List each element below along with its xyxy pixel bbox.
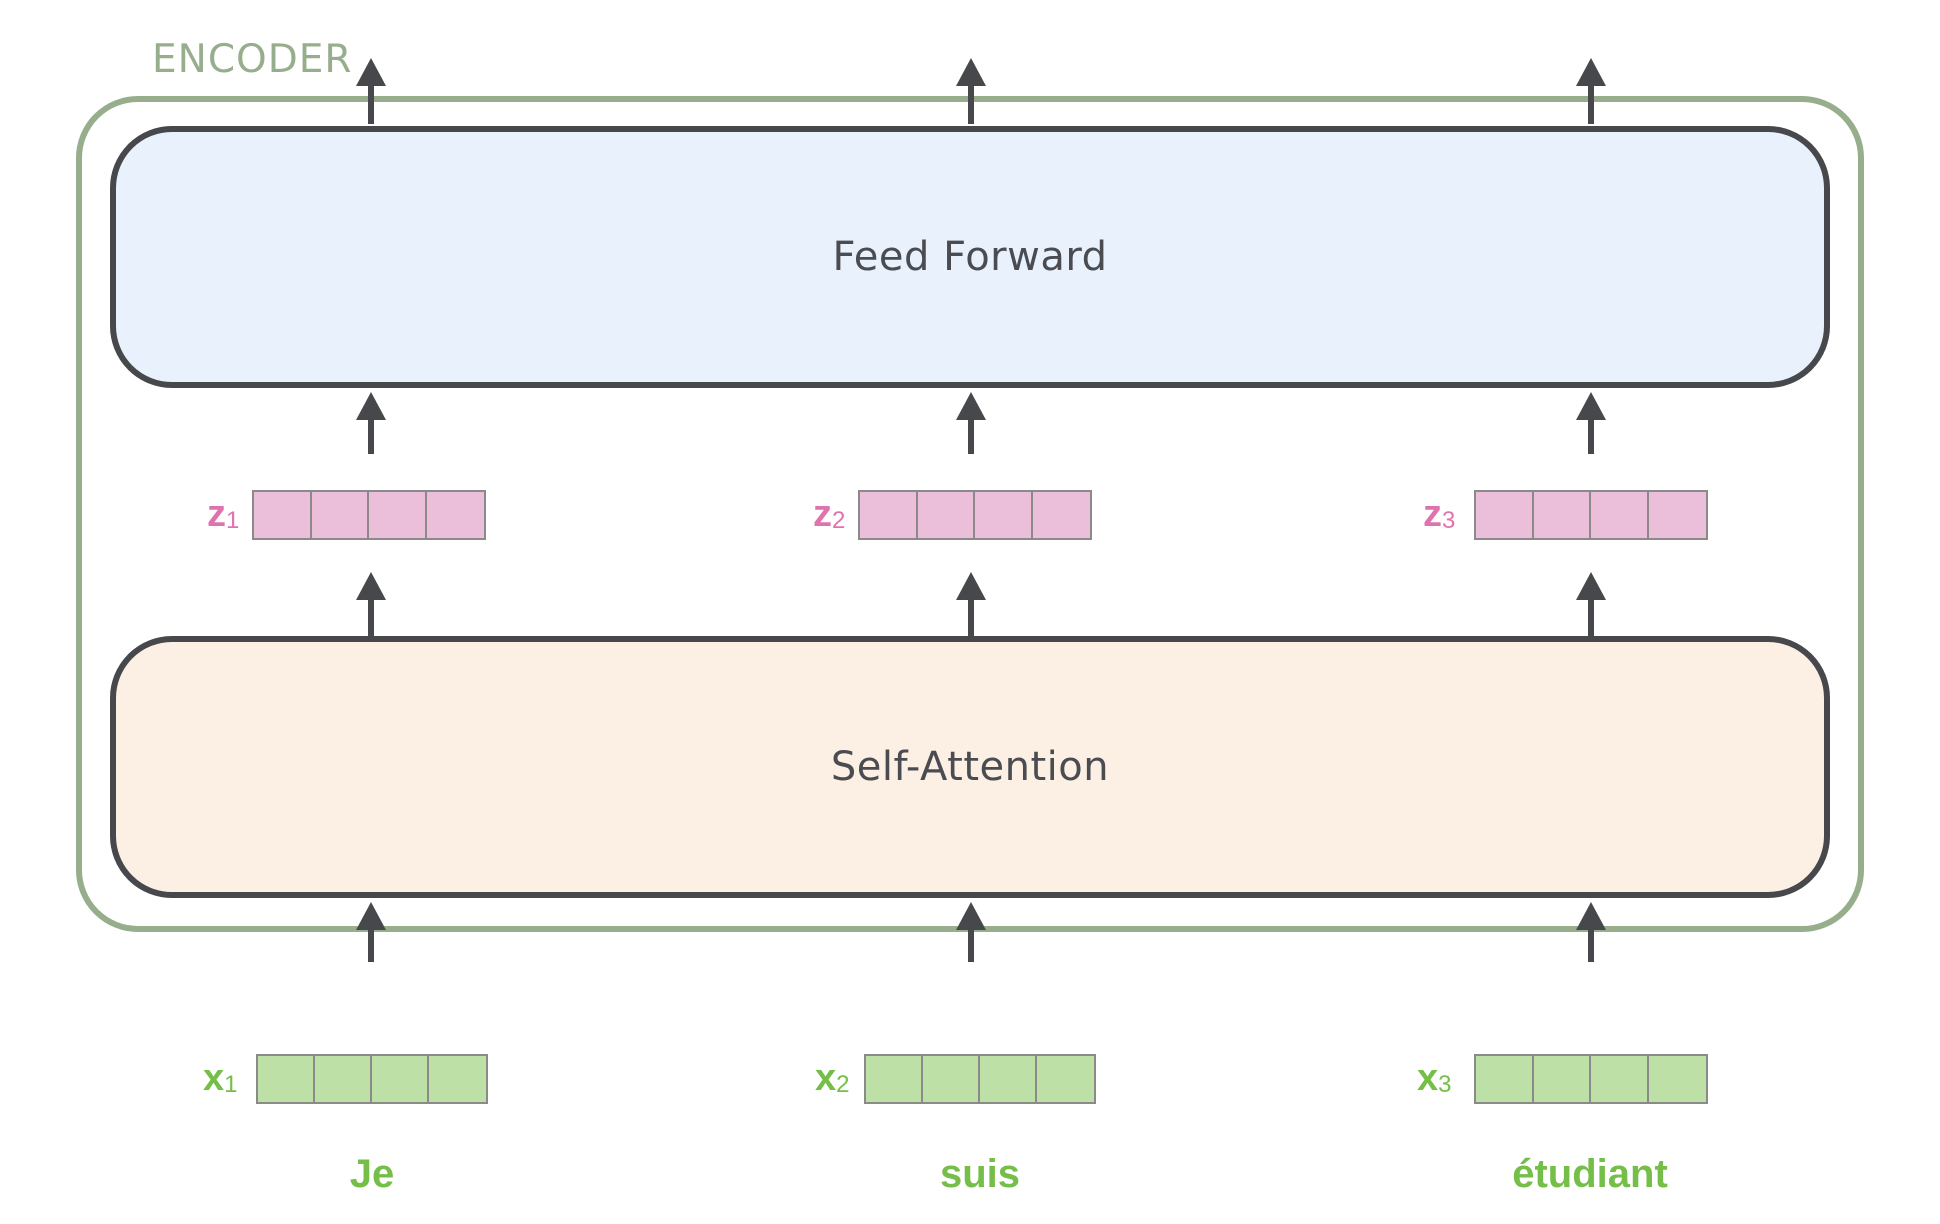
x3-label: x3 bbox=[1417, 1057, 1452, 1099]
vector-cell bbox=[1534, 492, 1591, 538]
vector-cell bbox=[923, 1056, 981, 1102]
vector-cell bbox=[315, 1056, 373, 1102]
feed-forward-layer: Feed Forward bbox=[110, 126, 1830, 388]
vector-cell bbox=[918, 492, 975, 538]
sa-to-z-arrow-1 bbox=[354, 572, 388, 638]
vector-cell bbox=[866, 1056, 924, 1102]
vector-cell bbox=[372, 1056, 430, 1102]
vector-cell bbox=[1033, 492, 1090, 538]
output-arrow-3 bbox=[1574, 58, 1608, 124]
vector-cell bbox=[1591, 1056, 1649, 1102]
x2-vector bbox=[864, 1054, 1096, 1104]
input-word-3: étudiant bbox=[1512, 1152, 1668, 1196]
vector-cell bbox=[975, 492, 1033, 538]
x-to-sa-arrow-3 bbox=[1574, 902, 1608, 962]
output-arrow-2 bbox=[954, 58, 988, 124]
z2-label: z2 bbox=[813, 493, 846, 535]
vector-cell bbox=[369, 492, 427, 538]
z-to-ff-arrow-3 bbox=[1574, 392, 1608, 454]
vector-cell bbox=[1476, 1056, 1534, 1102]
vector-cell bbox=[1476, 492, 1534, 538]
x1-vector bbox=[256, 1054, 488, 1104]
sa-to-z-arrow-2 bbox=[954, 572, 988, 638]
input-word-1: Je bbox=[349, 1152, 395, 1196]
x3-vector bbox=[1474, 1054, 1708, 1104]
z3-vector bbox=[1474, 490, 1708, 540]
vector-cell bbox=[258, 1056, 316, 1102]
vector-cell bbox=[1649, 1056, 1706, 1102]
z1-label: z1 bbox=[207, 493, 240, 535]
z1-vector bbox=[252, 490, 486, 540]
x-to-sa-arrow-2 bbox=[954, 902, 988, 962]
input-word-2: suis bbox=[939, 1152, 1021, 1196]
z-to-ff-arrow-1 bbox=[354, 392, 388, 454]
vector-cell bbox=[427, 492, 484, 538]
vector-cell bbox=[254, 492, 312, 538]
vector-cell bbox=[860, 492, 918, 538]
vector-cell bbox=[1649, 492, 1706, 538]
vector-cell bbox=[1534, 1056, 1591, 1102]
output-arrow-1 bbox=[354, 58, 388, 124]
vector-cell bbox=[980, 1056, 1038, 1102]
vector-cell bbox=[1591, 492, 1649, 538]
z3-label: z3 bbox=[1423, 493, 1456, 535]
x-to-sa-arrow-1 bbox=[354, 902, 388, 962]
x1-label: x1 bbox=[203, 1057, 238, 1099]
self-attention-layer: Self-Attention bbox=[110, 636, 1830, 898]
vector-cell bbox=[1037, 1056, 1094, 1102]
sa-to-z-arrow-3 bbox=[1574, 572, 1608, 638]
encoder-label: ENCODER bbox=[152, 37, 353, 82]
self-attention-title: Self-Attention bbox=[830, 744, 1110, 790]
vector-cell bbox=[312, 492, 369, 538]
feed-forward-title: Feed Forward bbox=[832, 234, 1108, 280]
vector-cell bbox=[429, 1056, 486, 1102]
x2-label: x2 bbox=[815, 1057, 850, 1099]
z2-vector bbox=[858, 490, 1092, 540]
z-to-ff-arrow-2 bbox=[954, 392, 988, 454]
